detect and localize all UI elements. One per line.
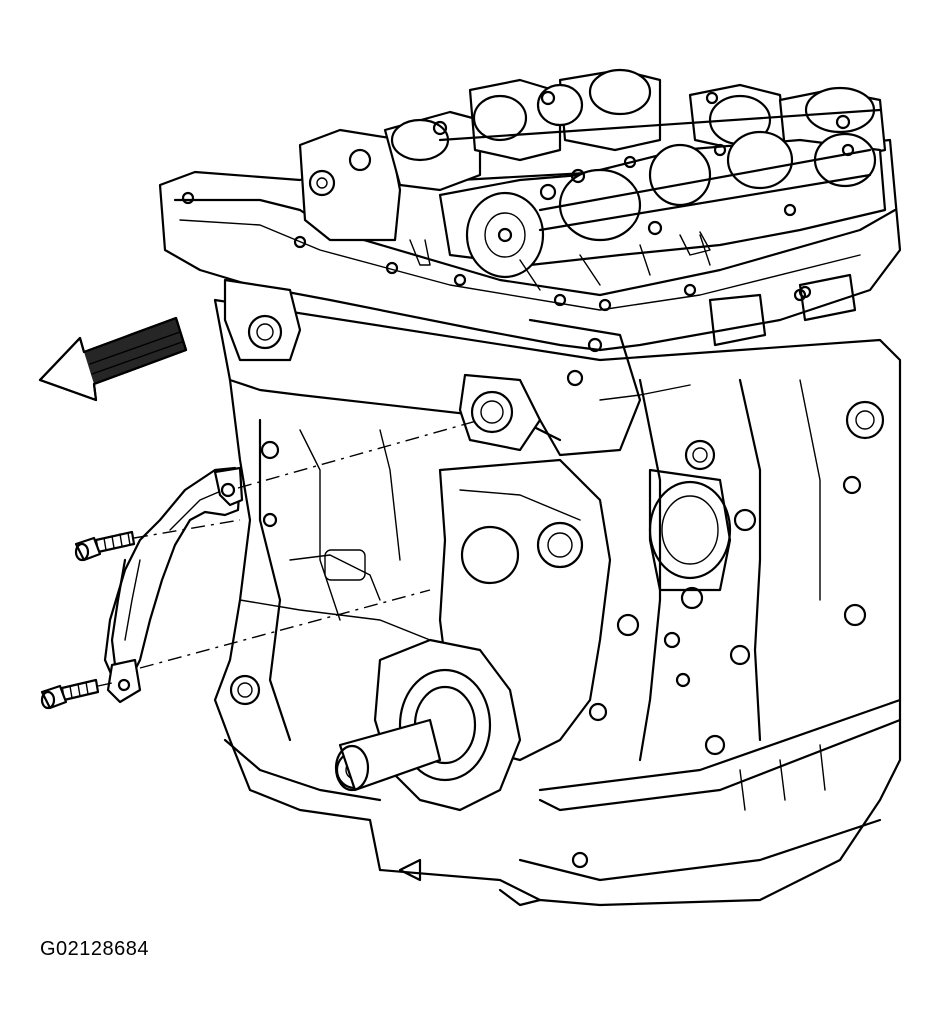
front-direction-arrow	[38, 316, 188, 402]
alignment-lines	[97, 419, 481, 687]
engine-block	[213, 298, 902, 907]
guide-bolt-lower	[40, 678, 100, 710]
camshafts	[298, 68, 887, 291]
guide-bolt-upper	[74, 530, 136, 562]
figure-id-label: G02128684	[40, 938, 150, 960]
timing-chain-guide	[103, 466, 244, 704]
